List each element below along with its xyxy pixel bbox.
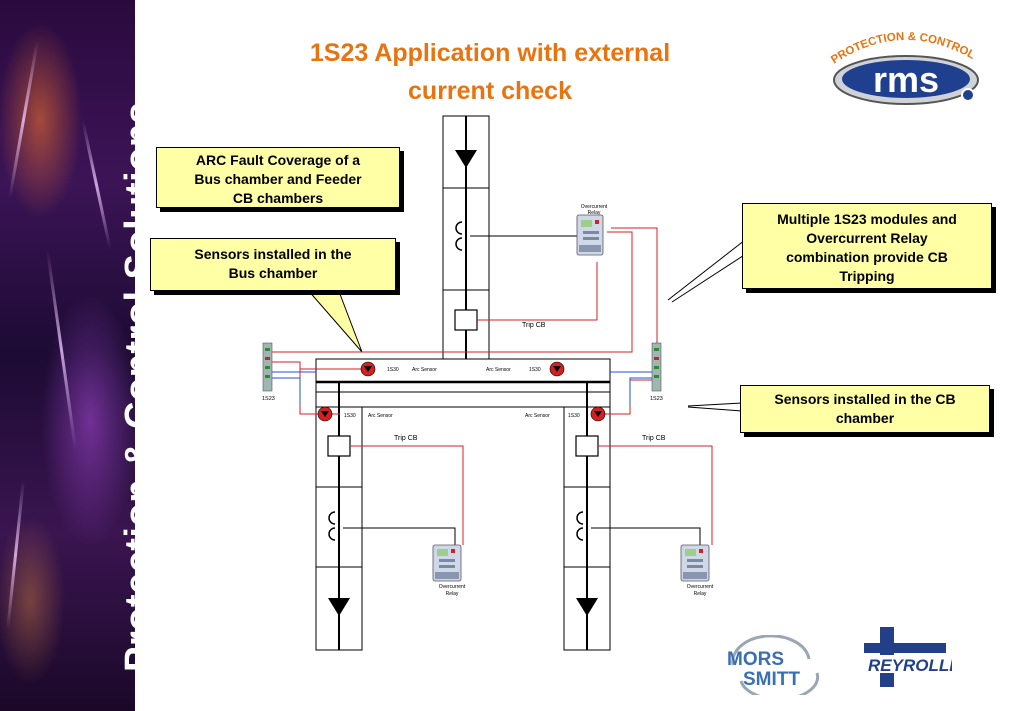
callout-pointer-line xyxy=(687,406,743,412)
feeder-left-arrow-icon xyxy=(328,598,350,616)
label-trip-cb: Trip CB xyxy=(522,322,546,329)
callout-text: CB chambers xyxy=(232,190,324,206)
feeder-left-breaker xyxy=(327,435,351,457)
module-1s23-right: 1S23 xyxy=(650,342,663,402)
incomer-arrow-icon xyxy=(455,150,477,168)
overcurrent-relay-icon xyxy=(576,214,604,256)
arc-sensor-icon xyxy=(317,406,333,422)
callout-pointer-line xyxy=(671,249,753,303)
module-left-label: 1S23 xyxy=(262,396,275,402)
sensor-wiring xyxy=(272,371,652,406)
relay-label: Overcurrent xyxy=(687,584,714,590)
callout-text: combination provide CB xyxy=(786,249,948,265)
sidebar-banner: Protection & Control Solutions xyxy=(0,0,135,711)
incomer-breaker xyxy=(454,309,478,331)
relay-label: Overcurrent xyxy=(439,584,466,590)
title-line-1: 1S23 Application with external xyxy=(309,39,671,67)
label-trip-cb: Trip CB xyxy=(642,435,666,442)
label-1s30: 1S30 xyxy=(529,367,541,373)
callout-text: Sensors installed in the CB xyxy=(774,391,956,407)
label-arc-sensor: Arc Sensor xyxy=(525,413,550,419)
callout-pointer xyxy=(298,280,363,353)
page-title: 1S23 Application with external current c… xyxy=(230,34,750,110)
label-arc-sensor: Arc Sensor xyxy=(412,367,437,373)
callout-text: Overcurrent Relay xyxy=(806,230,928,246)
arc-sensor-icon xyxy=(360,361,376,377)
arc-sensor-icon xyxy=(549,361,565,377)
mors-text: MORS xyxy=(727,649,784,670)
module-right-label: 1S23 xyxy=(650,396,663,402)
feeder-panel-right xyxy=(563,382,611,651)
incomer-ct-icon xyxy=(455,221,463,251)
feeder-right-arrow-icon xyxy=(576,598,598,616)
sidebar-title: Protection & Control Solutions xyxy=(118,101,135,672)
incomer-panel xyxy=(442,115,490,360)
relay-label: Overcurrent xyxy=(581,204,608,210)
overcurrent-relay-icon xyxy=(680,544,710,582)
callout-cb-sensors: Sensors installed in the CB chamber xyxy=(740,385,990,433)
label-1s30: 1S30 xyxy=(568,413,580,419)
callout-text: Sensors installed in the xyxy=(194,246,352,262)
label-trip-cb: Trip CB xyxy=(394,435,418,442)
ct-wiring xyxy=(343,229,701,545)
callout-text: ARC Fault Coverage of a xyxy=(195,152,361,168)
label-1s30: 1S30 xyxy=(387,367,399,373)
label-arc-sensor: Arc Sensor xyxy=(368,413,393,419)
mors-smitt-logo: MORS SMITT xyxy=(725,634,825,701)
callout-text: Tripping xyxy=(839,268,895,284)
rms-text: rms xyxy=(873,59,939,100)
bus-chamber xyxy=(315,358,611,408)
callout-bus-sensors: Sensors installed in the Bus chamber xyxy=(150,238,396,291)
reyrolle-text: REYROLLE xyxy=(868,656,952,675)
rms-logo: PROTECTION & CONTROL rms xyxy=(822,22,987,112)
label-arc-sensor: Arc Sensor xyxy=(486,367,511,373)
callout-text: Bus chamber xyxy=(228,265,318,281)
relay-label: Relay xyxy=(694,591,707,597)
callout-pointer-line xyxy=(687,402,743,407)
label-1s30: 1S30 xyxy=(344,413,356,419)
callout-text: Multiple 1S23 modules and xyxy=(777,211,957,227)
feeder-left-ct-icon xyxy=(328,511,336,541)
callout-pointer-line xyxy=(667,239,746,301)
title-line-2: current check xyxy=(408,77,572,105)
callout-text: Bus chamber and Feeder xyxy=(194,171,362,187)
relay-label: Relay xyxy=(588,210,601,216)
reyrolle-logo: REYROLLE xyxy=(862,625,961,695)
overcurrent-relay-icon xyxy=(432,544,462,582)
relay-label: Relay xyxy=(446,591,459,597)
module-1s23-left: 1S23 xyxy=(262,342,275,402)
callout-text: chamber xyxy=(835,410,895,426)
smitt-text: SMITT xyxy=(743,669,800,690)
callout-multiple-modules: Multiple 1S23 modules and Overcurrent Re… xyxy=(742,203,992,289)
callout-arc-fault: ARC Fault Coverage of a Bus chamber and … xyxy=(156,147,400,208)
feeder-right-ct-icon xyxy=(576,511,584,541)
feeder-panel-left xyxy=(315,382,363,651)
feeder-right-breaker xyxy=(575,435,599,457)
arc-sensor-icon xyxy=(590,406,606,422)
